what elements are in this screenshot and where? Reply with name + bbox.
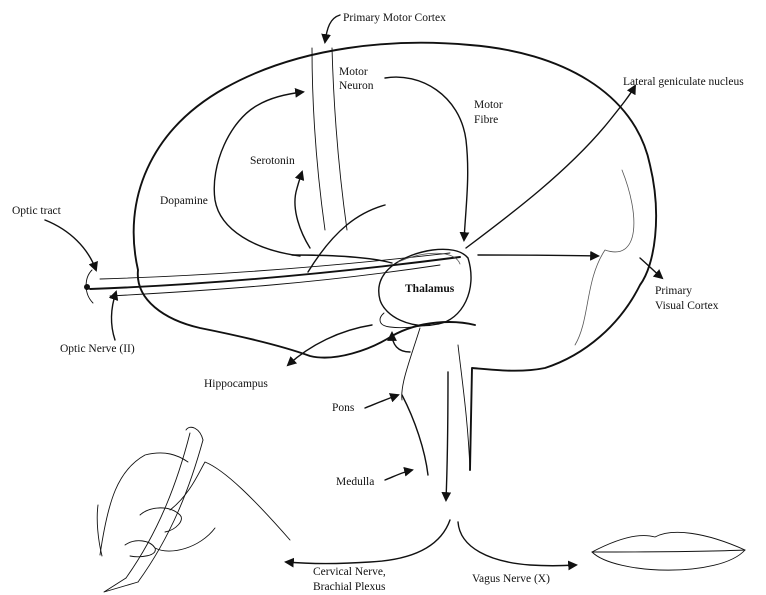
- label-lateral-geniculate: Lateral geniculate nucleus: [623, 76, 744, 88]
- label-primary-visual-2: Visual Cortex: [655, 300, 719, 312]
- motor-tract-right: [331, 47, 348, 231]
- optic-nerve-arrow: [108, 290, 119, 341]
- motor-fibre-arrow: [384, 76, 470, 242]
- eye-pupil: [84, 284, 90, 290]
- lips-sketch: [591, 531, 746, 571]
- label-serotonin: Serotonin: [250, 155, 295, 167]
- lgn-arrow: [465, 84, 636, 249]
- brainstem-left: [401, 327, 421, 401]
- label-hippocampus: Hippocampus: [204, 378, 268, 390]
- pons-arrow: [364, 393, 400, 409]
- motor-fibre-cross: [291, 254, 393, 264]
- optic-nerve-fiber: [89, 256, 461, 290]
- primary-motor-arrow: [321, 14, 341, 44]
- label-motor-fibre-2: Fibre: [474, 114, 498, 126]
- label-thalamus: Thalamus: [405, 283, 455, 295]
- label-motor-fibre-1: Motor: [474, 99, 503, 111]
- label-pons: Pons: [332, 402, 355, 414]
- hand-pen-sketch: [96, 426, 291, 593]
- optic-nerve-fiber-3: [109, 264, 441, 297]
- motor-tract-left: [311, 47, 326, 231]
- cervical-nerve-arrow: [284, 519, 451, 568]
- thalamus-inner: [397, 252, 461, 265]
- serotonin-loop: [294, 170, 311, 249]
- vagus-nerve-arrow: [457, 521, 578, 571]
- label-primary-visual-1: Primary: [655, 285, 692, 297]
- optic-nerve-fiber-2: [99, 252, 451, 280]
- label-cervical-nerve-2: Brachial Plexus: [313, 581, 386, 593]
- medulla-down-arrow: [441, 371, 452, 502]
- label-vagus-nerve: Vagus Nerve (X): [472, 573, 550, 585]
- optic-tract-arrow: [44, 219, 98, 272]
- label-dopamine: Dopamine: [160, 195, 208, 207]
- occipital-fold: [574, 169, 635, 346]
- thalamus-outline: [378, 248, 472, 326]
- brain-outline: [132, 41, 658, 471]
- label-primary-motor-cortex: Primary Motor Cortex: [343, 12, 446, 24]
- label-cervical-nerve-1: Cervical Nerve,: [313, 566, 386, 578]
- label-optic-nerve: Optic Nerve (II): [60, 343, 135, 355]
- label-optic-tract: Optic tract: [12, 205, 62, 217]
- brainstem-left-lower: [401, 394, 429, 476]
- hippocampus-curl: [379, 312, 431, 329]
- visual-cortex-arrow: [477, 250, 600, 261]
- label-medulla: Medulla: [336, 476, 374, 488]
- visual-cortex-outer-arrow: [639, 257, 664, 280]
- motor-fibre-left-line: [307, 204, 386, 273]
- hippocampus-arrow: [286, 324, 373, 367]
- label-motor-neuron-2: Neuron: [339, 80, 374, 92]
- dopamine-loop: [213, 87, 305, 257]
- brainstem-right: [457, 344, 471, 471]
- label-motor-neuron-1: Motor: [339, 66, 368, 78]
- hippocampus-curl-arrow: [387, 331, 411, 353]
- medulla-arrow: [384, 466, 414, 481]
